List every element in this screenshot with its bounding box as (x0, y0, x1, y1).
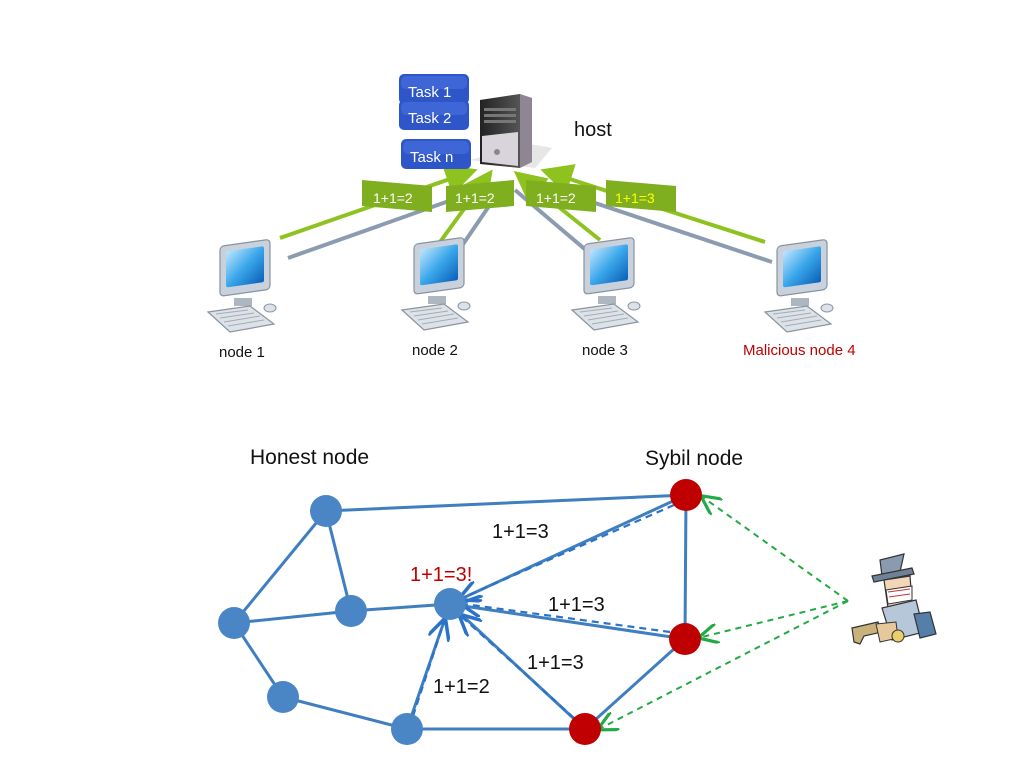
message-arrows (411, 503, 675, 719)
edge-label: 1+1=3 (527, 652, 584, 674)
task-box: Task 1 (399, 74, 469, 104)
edge-label: 1+1=2 (433, 676, 490, 698)
result-badge: 1+1=2 (526, 180, 596, 212)
edge-label: 1+1=3 (492, 521, 549, 543)
task-list: Task 1 Task 2 Task n (399, 74, 471, 169)
result-label: 1+1=2 (536, 190, 576, 206)
top-section: host Task 1 Task 2 Task n 1+1 (207, 74, 856, 361)
result-label: 1+1=3 (615, 190, 655, 206)
target-result-label: 1+1=3! (410, 564, 472, 586)
result-badge: 1+1=2 (362, 180, 432, 212)
result-badge: 1+1=2 (446, 180, 514, 212)
attacker-icon (851, 553, 937, 645)
server-icon (470, 94, 552, 168)
sybil-node-label: Sybil node (645, 447, 743, 470)
honest-nodes (218, 495, 466, 745)
computer-icon (401, 236, 471, 331)
task-box: Task 2 (399, 100, 469, 130)
result-label: 1+1=2 (373, 190, 413, 206)
task-box: Task n (401, 139, 471, 169)
sybil-nodes (569, 479, 702, 745)
bottom-section: Honest node Sybil node (218, 446, 937, 745)
result-badges: 1+1=2 1+1=2 1+1=2 1+1=3 (362, 180, 676, 212)
malicious-node-label: Malicious node 4 (743, 342, 856, 359)
honest-node-label: Honest node (250, 446, 369, 469)
host-label: host (574, 119, 612, 141)
task-label: Task 2 (408, 110, 451, 127)
result-label: 1+1=2 (455, 190, 495, 206)
result-badge: 1+1=3 (606, 180, 676, 212)
node-label: node 3 (582, 342, 628, 359)
attacker-arrows (601, 498, 849, 728)
computer-icon (764, 238, 834, 333)
task-label: Task 1 (408, 84, 451, 101)
node-label: node 1 (219, 344, 265, 361)
edge-label: 1+1=3 (548, 594, 605, 616)
node-label: node 2 (412, 342, 458, 359)
computer-icon (571, 236, 641, 331)
computer-icon (207, 238, 277, 333)
task-label: Task n (410, 149, 453, 166)
